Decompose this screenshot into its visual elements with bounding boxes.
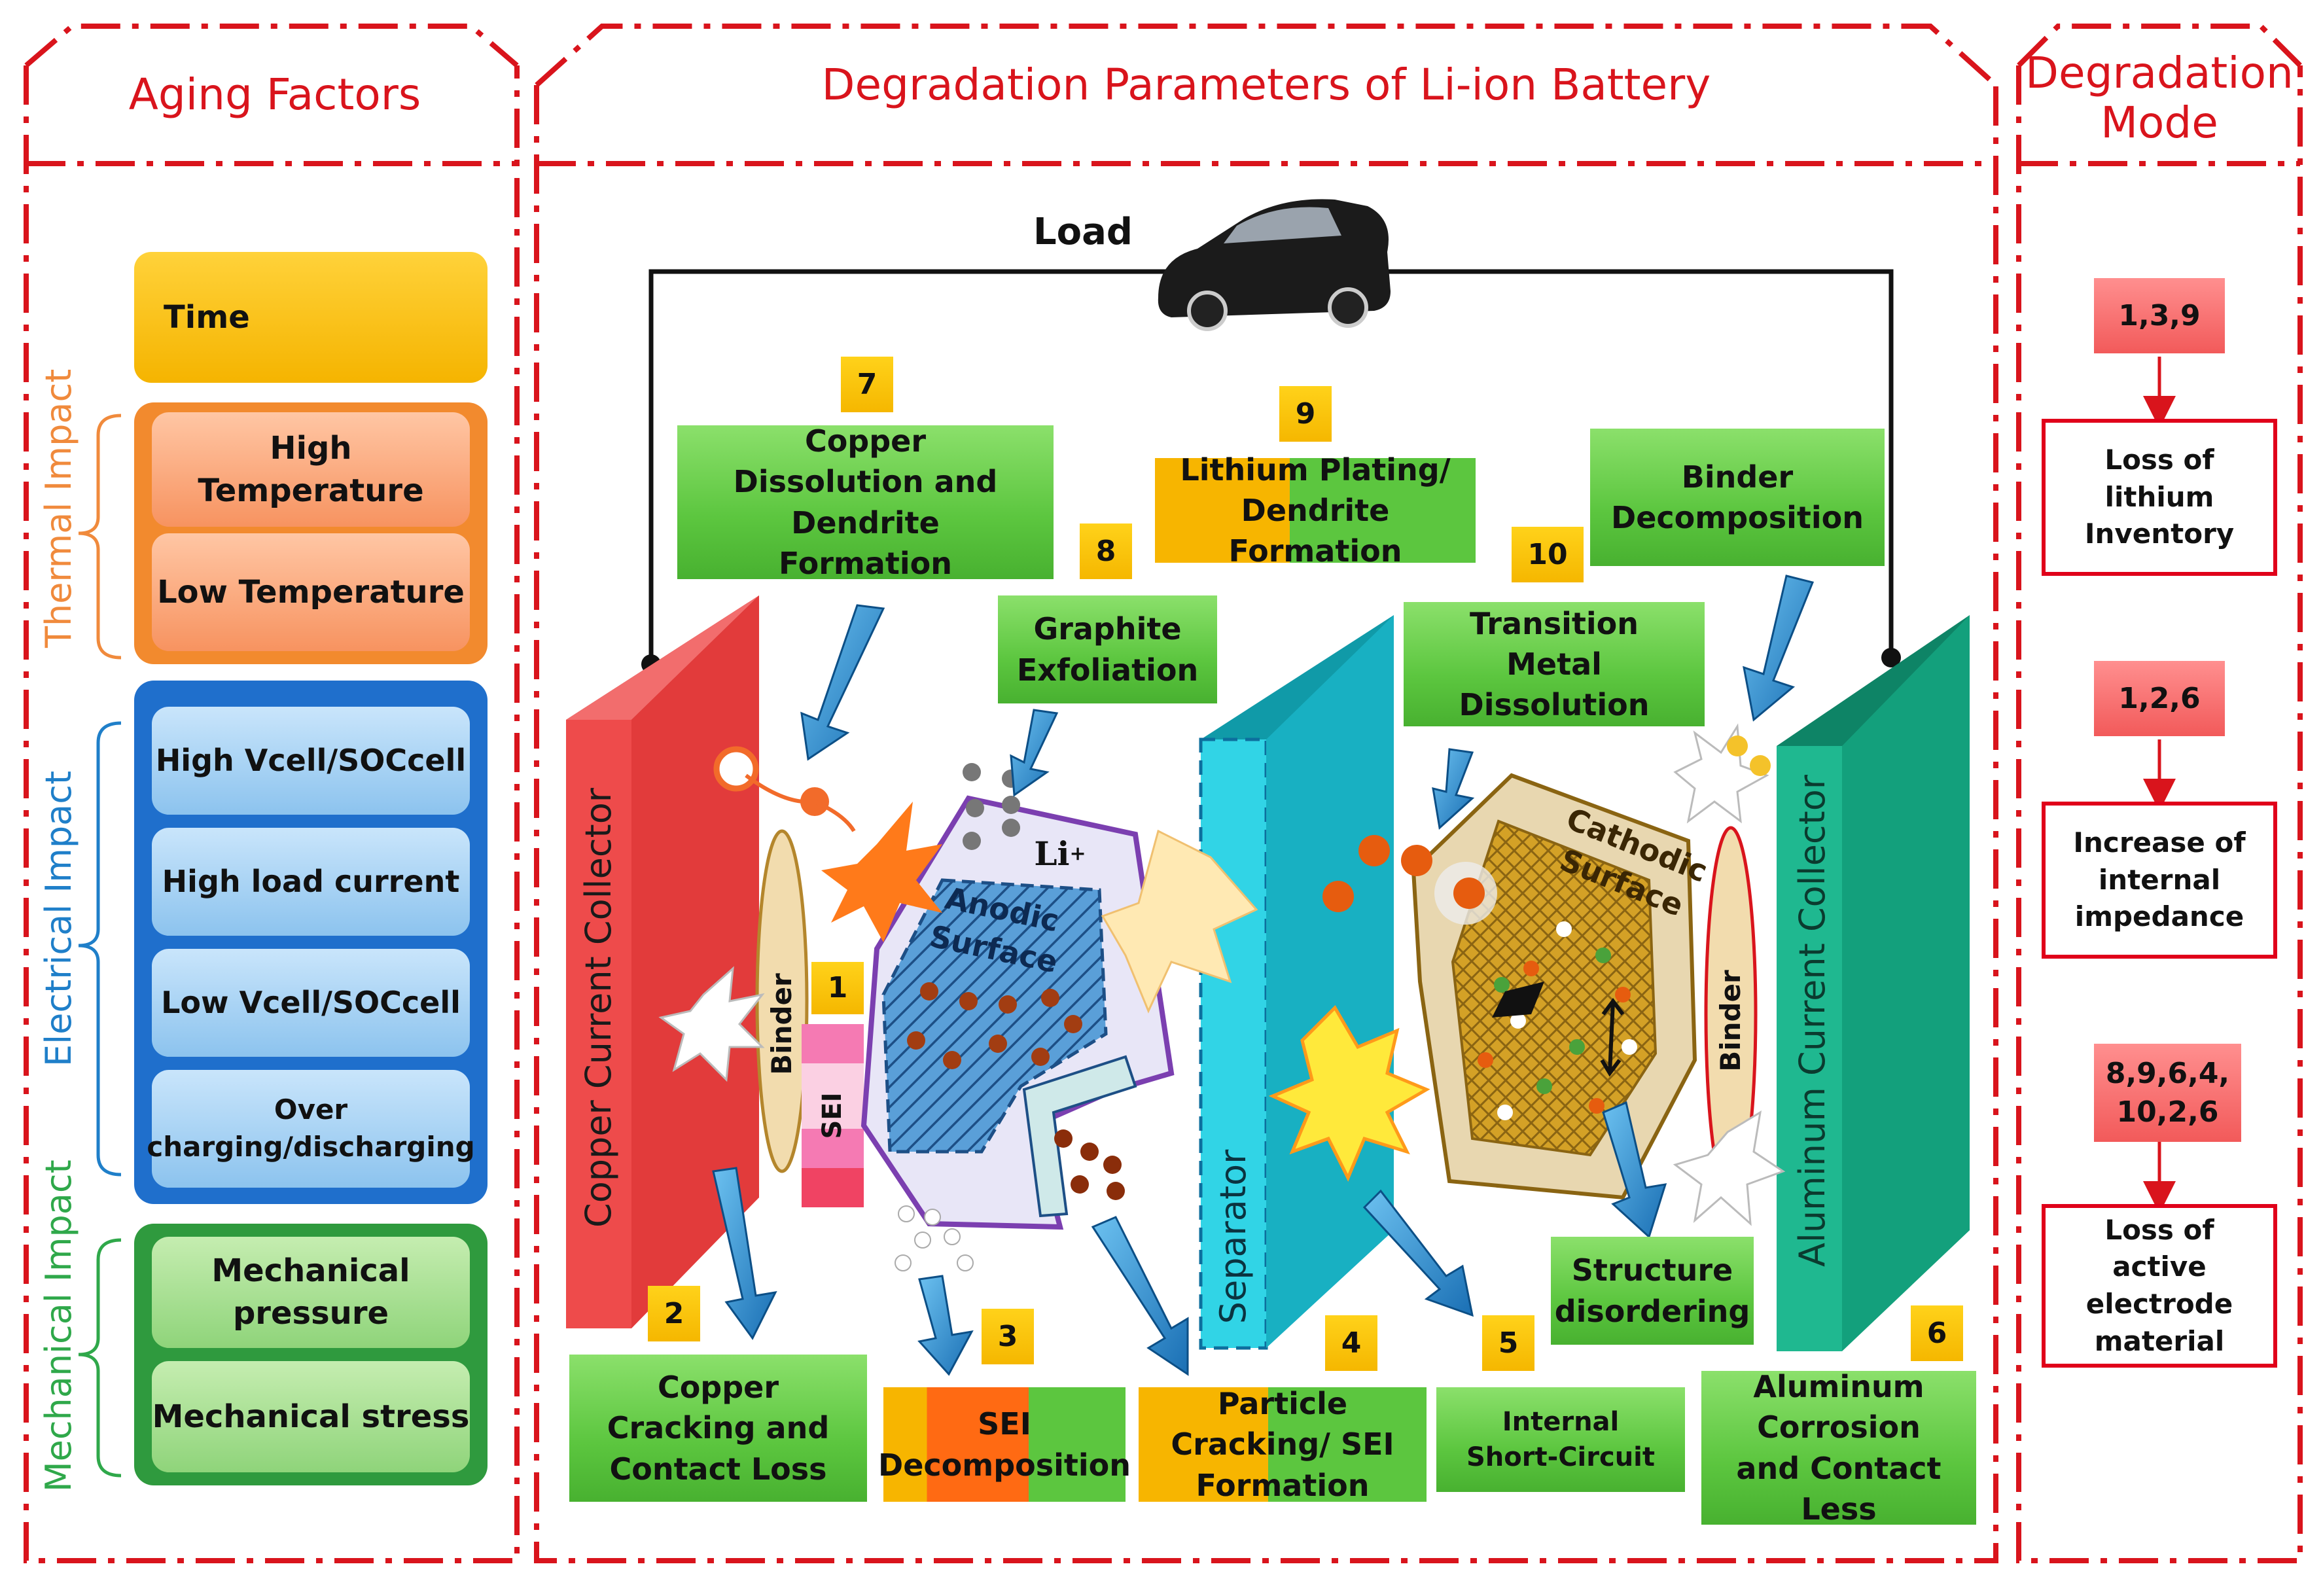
factor-high-vcell: High Vcell/SOCcell [152,707,470,815]
car-icon [1158,199,1391,331]
factor-low-vcell: Low Vcell/SOCcell [152,949,470,1057]
badge-10: 10 [1512,527,1584,582]
factor-high-temperature: High Temperature [152,412,470,527]
mechanism-transition-metal: Transition Metal Dissolution [1404,602,1705,726]
label-copper-collector: Copper Current Collector [578,788,619,1228]
mode-increase-impedance: Increase of internal impedance [2042,802,2277,959]
frame-mode [2016,24,2303,1563]
aluminum-collector-shape [1777,615,1970,1351]
badge-4: 4 [1325,1315,1377,1371]
factor-over-charging: Over charging/discharging [147,1070,475,1188]
mechanism-graphite-exfoliation: Graphite Exfoliation [998,595,1217,703]
li-ion-charge: + [1069,842,1086,865]
badge-6: 6 [1911,1305,1963,1361]
header-degradation-parameters: Degradation Parameters of Li-ion Battery [821,60,1711,111]
factor-time-label: Time [164,298,250,336]
label-mechanical-impact: Mechanical Impact [38,1160,79,1492]
mechanism-copper-dissolution: Copper Dissolution and Dendrite Formatio… [677,423,1054,581]
header-aging-factors: Aging Factors [128,69,421,120]
factor-high-load-current: High load current [152,828,470,936]
badge-5: 5 [1482,1315,1534,1371]
mechanism-structure-disordering: Structure disordering [1551,1237,1754,1345]
label-aluminum-collector: Aluminum Current Collector [1792,774,1833,1268]
blue-arrows [712,575,1815,1376]
mode-loss-active-material: Loss of active electrode material [2042,1204,2277,1368]
factor-low-temperature: Low Temperature [152,533,470,651]
mode-loss-lithium-inventory: Loss of lithium Inventory [2042,419,2277,576]
badge-8: 8 [1080,523,1132,579]
li-ion-symbol: Li [1034,834,1070,874]
label-separator: Separator [1213,1149,1254,1324]
mechanism-lithium-plating: Lithium Plating/ Dendrite Formation [1155,452,1476,569]
header-degradation-mode: Degradation Mode [2025,48,2294,148]
mechanism-binder-decomposition: Binder Decomposition [1590,429,1885,566]
mechanism-copper-cracking: Copper Cracking and Contact Loss [569,1355,867,1502]
copper-collector-shape [566,595,759,1328]
mechanism-sei-decomposition: SEI Decomposition [878,1387,1131,1502]
burst-shapes [658,723,1786,1226]
factor-time: Time [134,252,488,383]
label-binder-right: Binder [1714,970,1747,1072]
particles [713,736,1771,1271]
frame-degradation [534,24,1998,1563]
sei-stack [802,1024,864,1207]
label-load: Load [1033,211,1133,254]
mechanism-internal-short-circuit: Internal Short-Circuit [1436,1387,1685,1492]
mode-refs-3: 8,9,6,4, 10,2,6 [2094,1044,2241,1142]
badge-9: 9 [1279,386,1332,442]
label-sei: SEI [817,1092,847,1139]
badge-3: 3 [982,1309,1034,1364]
badge-7: 7 [841,357,893,412]
factor-mechanical-pressure: Mechanical pressure [152,1237,470,1348]
badge-2: 2 [648,1286,700,1341]
label-li-ion: Li+ [1024,831,1096,877]
badge-1: 1 [811,962,864,1014]
mode-refs-2: 1,2,6 [2094,661,2225,736]
label-binder-left: Binder [766,973,798,1075]
mechanism-particle-cracking: Particle Cracking/ SEI Formation [1139,1386,1427,1503]
factor-mechanical-stress: Mechanical stress [152,1361,470,1472]
mechanism-aluminum-corrosion: Aluminum Corrosion and Contact Less [1701,1369,1976,1527]
mode-refs-1: 1,3,9 [2094,278,2225,353]
label-electrical-impact: Electrical Impact [38,770,79,1067]
label-thermal-impact: Thermal Impact [38,368,79,648]
frame-aging [24,24,520,1563]
